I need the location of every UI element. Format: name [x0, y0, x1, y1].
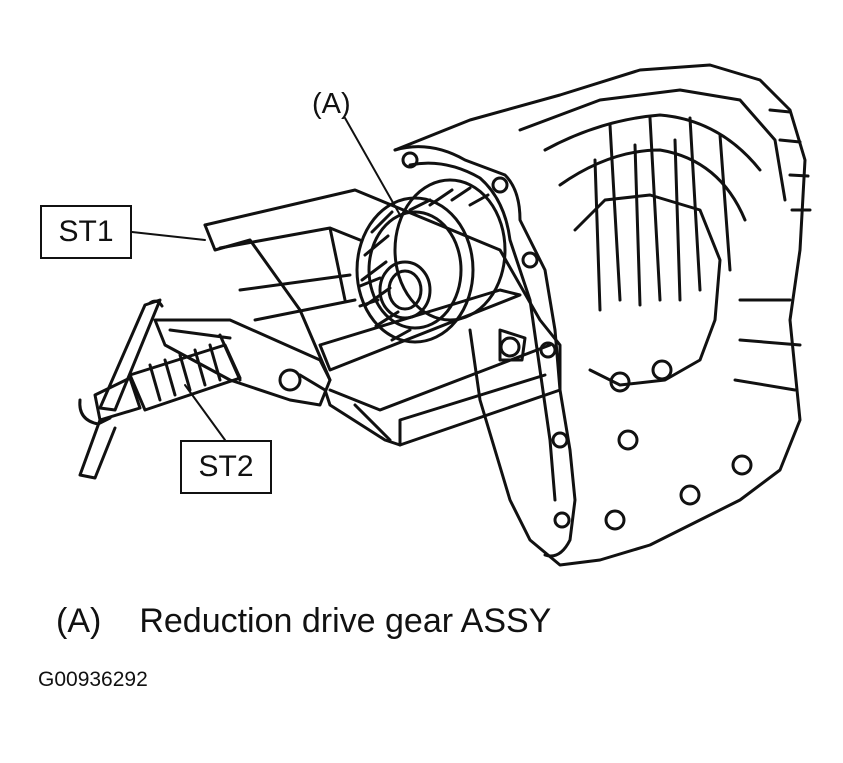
- housing-flange: [393, 145, 577, 558]
- leader-a: [344, 117, 401, 216]
- leader-st2: [184, 384, 226, 441]
- figure-id: G00936292: [38, 668, 148, 691]
- legend: (A) Reduction drive gear ASSY: [56, 602, 551, 641]
- callout-a-label: (A): [312, 88, 351, 120]
- reduction-drive-gear: [355, 178, 507, 344]
- callout-st1-label: ST1: [58, 215, 114, 248]
- callout-st2-label: ST2: [198, 450, 254, 483]
- transmission-case: [393, 63, 812, 567]
- technical-illustration: [78, 63, 812, 567]
- special-tool-st1: [203, 188, 562, 447]
- leader-st1: [131, 231, 206, 241]
- callout-st2-box: ST2: [180, 440, 272, 494]
- legend-description: Reduction drive gear ASSY: [139, 602, 552, 640]
- legend-key: (A): [56, 602, 102, 640]
- special-tool-st2: [78, 298, 332, 480]
- leader-lines: [131, 117, 401, 441]
- callout-st1-box: ST1: [40, 205, 132, 259]
